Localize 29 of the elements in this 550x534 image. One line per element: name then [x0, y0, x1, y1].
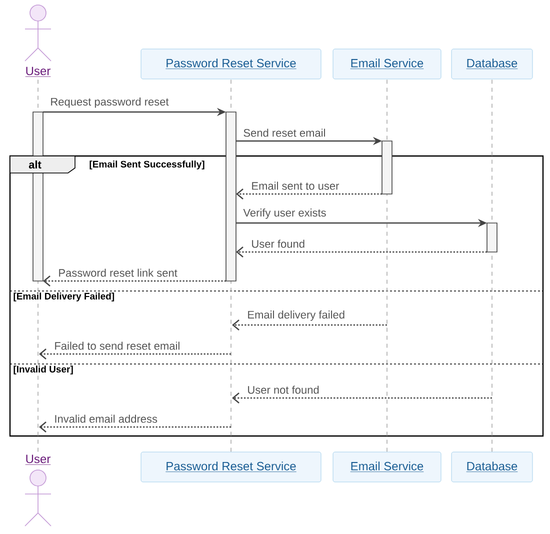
participant-box: Database — [451, 48, 533, 80]
message-label: Verify user exists — [243, 208, 326, 219]
guard-label: [Invalid User] — [12, 364, 74, 376]
message-label: Password reset link sent — [59, 268, 178, 277]
guard-label: [Email Delivery Failed] — [12, 292, 116, 302]
participant-box: Email Service — [332, 48, 442, 80]
message-arrow — [236, 246, 487, 258]
message-arrow — [232, 320, 387, 330]
message-label: Send reset email — [244, 128, 325, 137]
participant-box: Database — [451, 452, 533, 482]
actor-label: User — [25, 66, 51, 77]
message-arrow — [39, 422, 231, 432]
message-label: User found — [252, 240, 304, 248]
message-arrow — [39, 348, 231, 360]
message-arrow — [43, 276, 226, 286]
message-label: Failed to send reset email — [55, 342, 180, 350]
message-arrow — [232, 392, 492, 404]
actor-label: User — [25, 454, 51, 465]
message-label: Request password reset — [51, 98, 169, 108]
guard-label: [Email Sent Successfully] — [88, 160, 206, 170]
message-label: User not found — [248, 386, 319, 394]
message-arrow — [236, 188, 382, 200]
message-label: Invalid email address — [55, 414, 158, 423]
frame-tab: alt — [10, 156, 76, 174]
message-label: Email sent to user — [252, 182, 340, 190]
participant-box: Password Reset Service — [140, 452, 322, 482]
message-label: Email delivery failed — [248, 310, 344, 321]
participant-box: Email Service — [332, 452, 442, 482]
participant-box: Password Reset Service — [140, 48, 322, 80]
